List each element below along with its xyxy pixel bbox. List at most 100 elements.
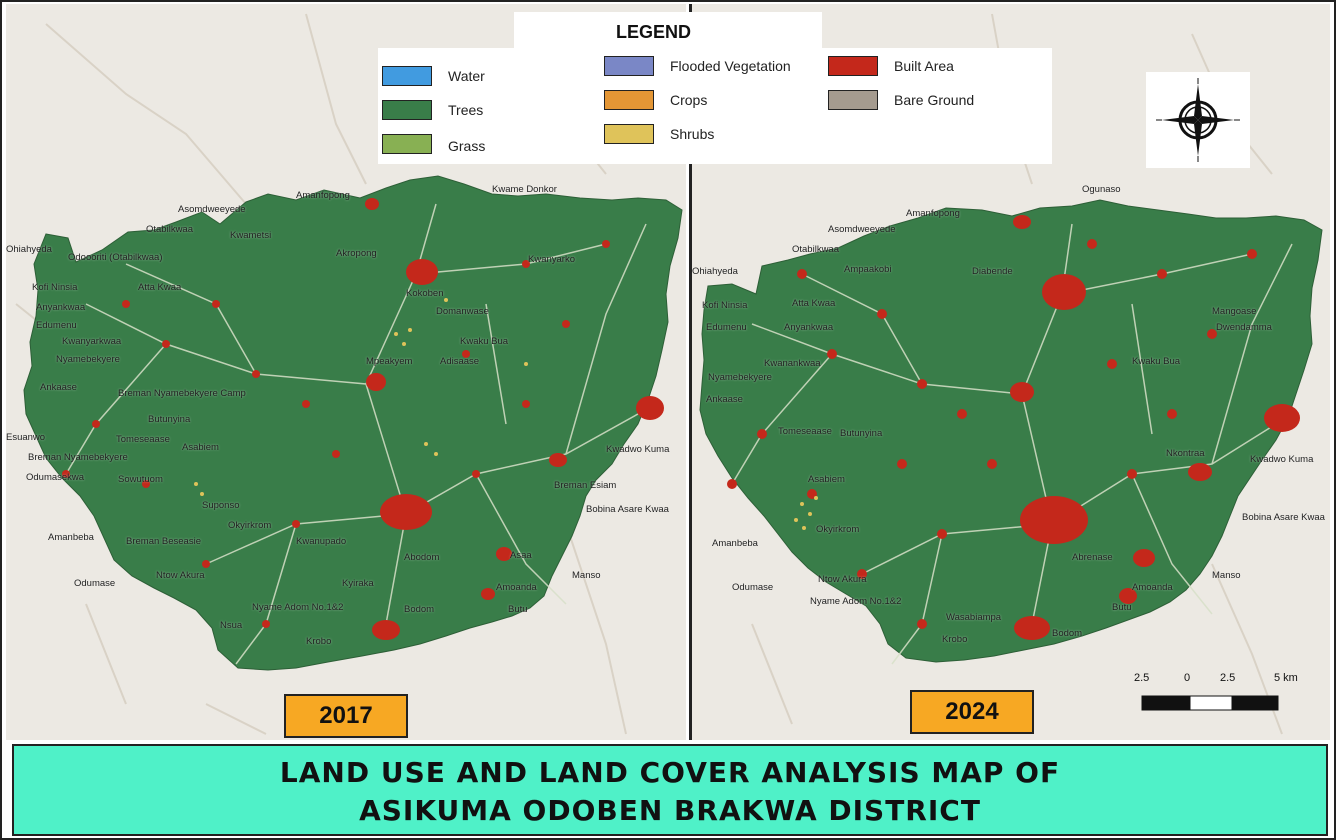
place-label: Amanbeba <box>712 538 758 549</box>
place-label: Odumase <box>732 582 774 593</box>
legend-swatch <box>382 66 432 86</box>
place-label: Ntow Akura <box>818 574 867 585</box>
place-label: Dwendamma <box>1216 322 1272 333</box>
place-label: Breman Nyamebekyere Camp <box>118 388 246 399</box>
place-label: Amanbeba <box>48 532 94 543</box>
place-label: Anyankwaa <box>36 302 86 313</box>
place-label: Nsua <box>220 620 243 631</box>
place-label: Ampaakobi <box>844 264 892 275</box>
place-label: Okyirkrom <box>816 524 860 535</box>
place-label: Kwanyarkwaa <box>62 336 122 347</box>
scale-label: 2.5 <box>1134 672 1150 684</box>
place-label: Kofi Ninsia <box>32 282 78 293</box>
place-label: Kwadwo Kuma <box>1250 454 1314 465</box>
map-panel-2017: Amanfopong Kwame Donkor Asomdweeyede Ota… <box>6 4 686 740</box>
place-label: Asabiem <box>808 474 845 485</box>
place-label: Amoanda <box>496 582 537 593</box>
north-arrow <box>1146 72 1250 168</box>
place-label: Esuanwo <box>6 432 46 443</box>
legend-swatch <box>604 90 654 110</box>
place-label: Mpeakyem <box>366 356 413 367</box>
place-label: Manso <box>1212 570 1241 581</box>
legend-swatch <box>828 90 878 110</box>
place-label: Atta Kwaa <box>792 298 836 309</box>
scale-bar-graphic <box>1141 695 1279 711</box>
place-label: Otabilkwaa <box>146 224 193 235</box>
district-land-cover-2024 <box>699 199 1323 663</box>
place-label: Breman Beseasie <box>126 536 201 547</box>
place-label: Tomeseaase <box>116 434 170 445</box>
place-label: Butu <box>1112 602 1132 613</box>
map-2024-graphic <box>699 13 1323 735</box>
place-label: Odoooriti (Otabilkwaa) <box>68 252 163 263</box>
legend-label: Water <box>448 68 485 84</box>
place-label: Breman Nyamebekyere <box>28 452 128 463</box>
place-label: Breman Esiam <box>554 480 617 491</box>
scale-label: 5 km <box>1274 672 1298 684</box>
place-label: Ohiahyeda <box>6 244 52 255</box>
place-label: Atta Kwaa <box>138 282 182 293</box>
legend-label: Built Area <box>894 58 954 74</box>
legend: Water Trees Grass Flooded Vegetation Cro… <box>378 48 1052 164</box>
legend-title: LEGEND <box>616 22 692 42</box>
place-label: Sowutuom <box>118 474 163 485</box>
place-label: Kwametsi <box>230 230 272 241</box>
place-label: Kwaku Bua <box>1132 356 1181 367</box>
legend-label: Trees <box>448 102 484 118</box>
place-label: Kwanupado <box>296 536 347 547</box>
place-label: Bobina Asare Kwaa <box>1242 512 1325 523</box>
legend-label: Grass <box>448 138 486 154</box>
place-label: Nyame Adom No.1&2 <box>252 602 344 613</box>
map-title-banner: LAND USE AND LAND COVER ANALYSIS MAP OF … <box>12 744 1328 836</box>
place-label: Asomdweeyede <box>828 224 896 235</box>
place-label: Akropong <box>336 248 377 259</box>
place-label: Okyirkrom <box>228 520 272 531</box>
map-title-line-1: LAND USE AND LAND COVER ANALYSIS MAP OF <box>279 756 1061 789</box>
panel-divider <box>689 4 692 740</box>
shrub-patches-2024 <box>794 496 818 530</box>
scale-bar: 2.5 0 2.5 5 km <box>1132 672 1312 722</box>
scale-label: 0 <box>1184 672 1191 684</box>
place-label: Asaa <box>510 550 532 561</box>
place-label: Nkontraa <box>1166 448 1205 459</box>
place-label: Kwame Donkor <box>492 184 557 195</box>
place-label: Suponso <box>202 500 240 511</box>
place-label: Abodom <box>404 552 440 563</box>
built-area-patches-2017 <box>62 198 664 640</box>
place-label: Krobo <box>942 634 968 645</box>
shrub-patches-2017 <box>194 298 528 496</box>
place-label: Kwanankwaa <box>764 358 821 369</box>
place-label: Adisaase <box>440 356 480 367</box>
place-label: Anyankwaa <box>784 322 834 333</box>
basemap-roads <box>15 13 627 735</box>
place-label: Bodom <box>1052 628 1083 639</box>
map-title-line-2: ASIKUMA ODOBEN BRAKWA DISTRICT <box>359 794 981 827</box>
year-label-2024: 2024 <box>910 690 1034 734</box>
legend-swatch <box>828 56 878 76</box>
place-label: Tomeseaase <box>778 426 832 437</box>
place-label: Odumase <box>74 578 116 589</box>
place-label: Kyiraka <box>342 578 374 589</box>
place-label: Nyame Adom No.1&2 <box>810 596 902 607</box>
place-label: Odumasekwa <box>26 472 85 483</box>
map-2017-graphic <box>15 13 683 735</box>
place-label: Ogunaso <box>1082 184 1121 195</box>
place-label: Domanwase <box>436 306 489 317</box>
place-label: Abrenase <box>1072 552 1113 563</box>
place-label: Asabiem <box>182 442 219 453</box>
place-label: Butunyina <box>840 428 883 439</box>
compass-rose-icon <box>1156 78 1240 162</box>
district-land-cover-2017 <box>23 175 683 671</box>
place-label: Ankaase <box>706 394 743 405</box>
place-label: Mangoase <box>1212 306 1257 317</box>
place-label: Bodom <box>404 604 435 615</box>
legend-label: Bare Ground <box>894 92 975 108</box>
legend-label: Flooded Vegetation <box>670 58 791 74</box>
legend-swatch <box>382 134 432 154</box>
place-label: Edumenu <box>706 322 747 333</box>
place-label: Asomdweeyede <box>178 204 246 215</box>
place-label: Diabende <box>972 266 1013 277</box>
place-label: Otabilkwaa <box>792 244 839 255</box>
place-label: Ntow Akura <box>156 570 205 581</box>
